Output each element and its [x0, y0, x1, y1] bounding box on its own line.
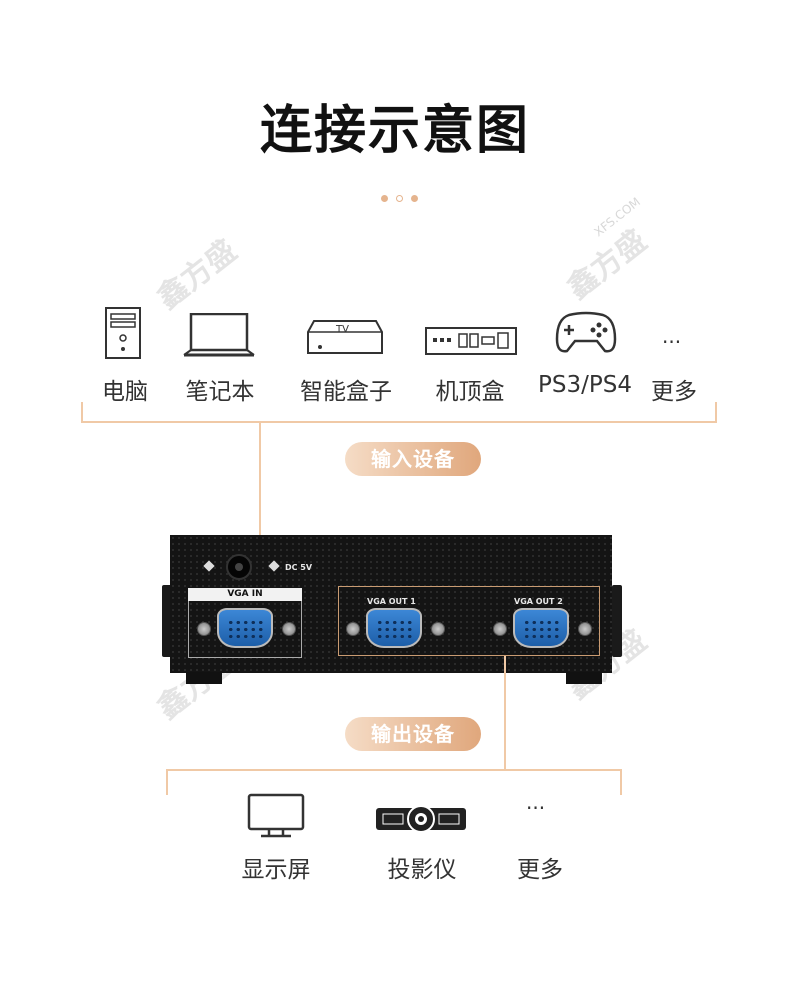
device-label-more: 更多	[651, 379, 697, 405]
vga-out-2-label: VGA OUT 2	[514, 597, 563, 606]
gamepad-icon	[555, 311, 617, 353]
screw	[493, 622, 507, 636]
ellipsis-icon: ···	[526, 796, 546, 820]
vga-in-port	[217, 608, 273, 648]
dot-indicator-1	[381, 195, 388, 202]
tv-box-icon	[307, 320, 383, 354]
device-label-smart-box: 智能盒子	[300, 379, 392, 405]
output-bracket-left	[166, 769, 168, 795]
dc-power-jack-pin	[235, 563, 243, 571]
output-connector-line	[504, 656, 506, 770]
input-bracket-right	[715, 402, 717, 422]
device-label-pc: 电脑	[102, 379, 148, 405]
pc-tower-icon	[105, 307, 141, 359]
device-foot-left	[186, 672, 222, 684]
screw	[346, 622, 360, 636]
screw	[197, 622, 211, 636]
laptop-icon	[183, 313, 255, 357]
vga-in-label: VGA IN	[188, 588, 302, 601]
screw	[282, 622, 296, 636]
dc-label: DC 5V	[285, 563, 313, 572]
device-label-set-top-box: 机顶盒	[435, 379, 505, 405]
dot-indicator-3	[411, 195, 418, 202]
vga-out-2-port	[513, 608, 569, 648]
input-bracket-line	[81, 421, 717, 423]
tv-box-icon-text: TV	[336, 324, 349, 335]
device-label-laptop: 笔记本	[185, 379, 255, 405]
device-mount-right	[612, 585, 622, 657]
screw	[431, 622, 445, 636]
dot-indicator-2	[396, 195, 403, 202]
device-label-more: 更多	[517, 857, 563, 883]
input-connector-line	[259, 421, 261, 591]
projector-icon	[376, 805, 466, 833]
monitor-icon	[247, 793, 305, 838]
ellipsis-icon: ···	[662, 330, 682, 354]
device-mount-left	[162, 585, 172, 657]
watermark: 鑫方盛	[150, 233, 244, 317]
device-label-game-console: PS3/PS4	[538, 372, 632, 398]
output-devices-pill: 输出设备	[345, 717, 481, 751]
page-title: 连接示意图	[259, 101, 530, 161]
output-bracket-right	[620, 769, 622, 795]
vga-out-1-label: VGA OUT 1	[367, 597, 416, 606]
vga-out-highlight	[338, 586, 600, 656]
set-top-box-icon	[425, 327, 517, 355]
input-bracket-left	[81, 402, 83, 422]
device-label-monitor: 显示屏	[241, 857, 311, 883]
device-foot-right	[566, 672, 602, 684]
device-label-projector: 投影仪	[387, 857, 457, 883]
input-devices-pill: 输入设备	[345, 442, 481, 476]
output-bracket-line	[166, 769, 622, 771]
screw	[578, 622, 592, 636]
vga-out-1-port	[366, 608, 422, 648]
